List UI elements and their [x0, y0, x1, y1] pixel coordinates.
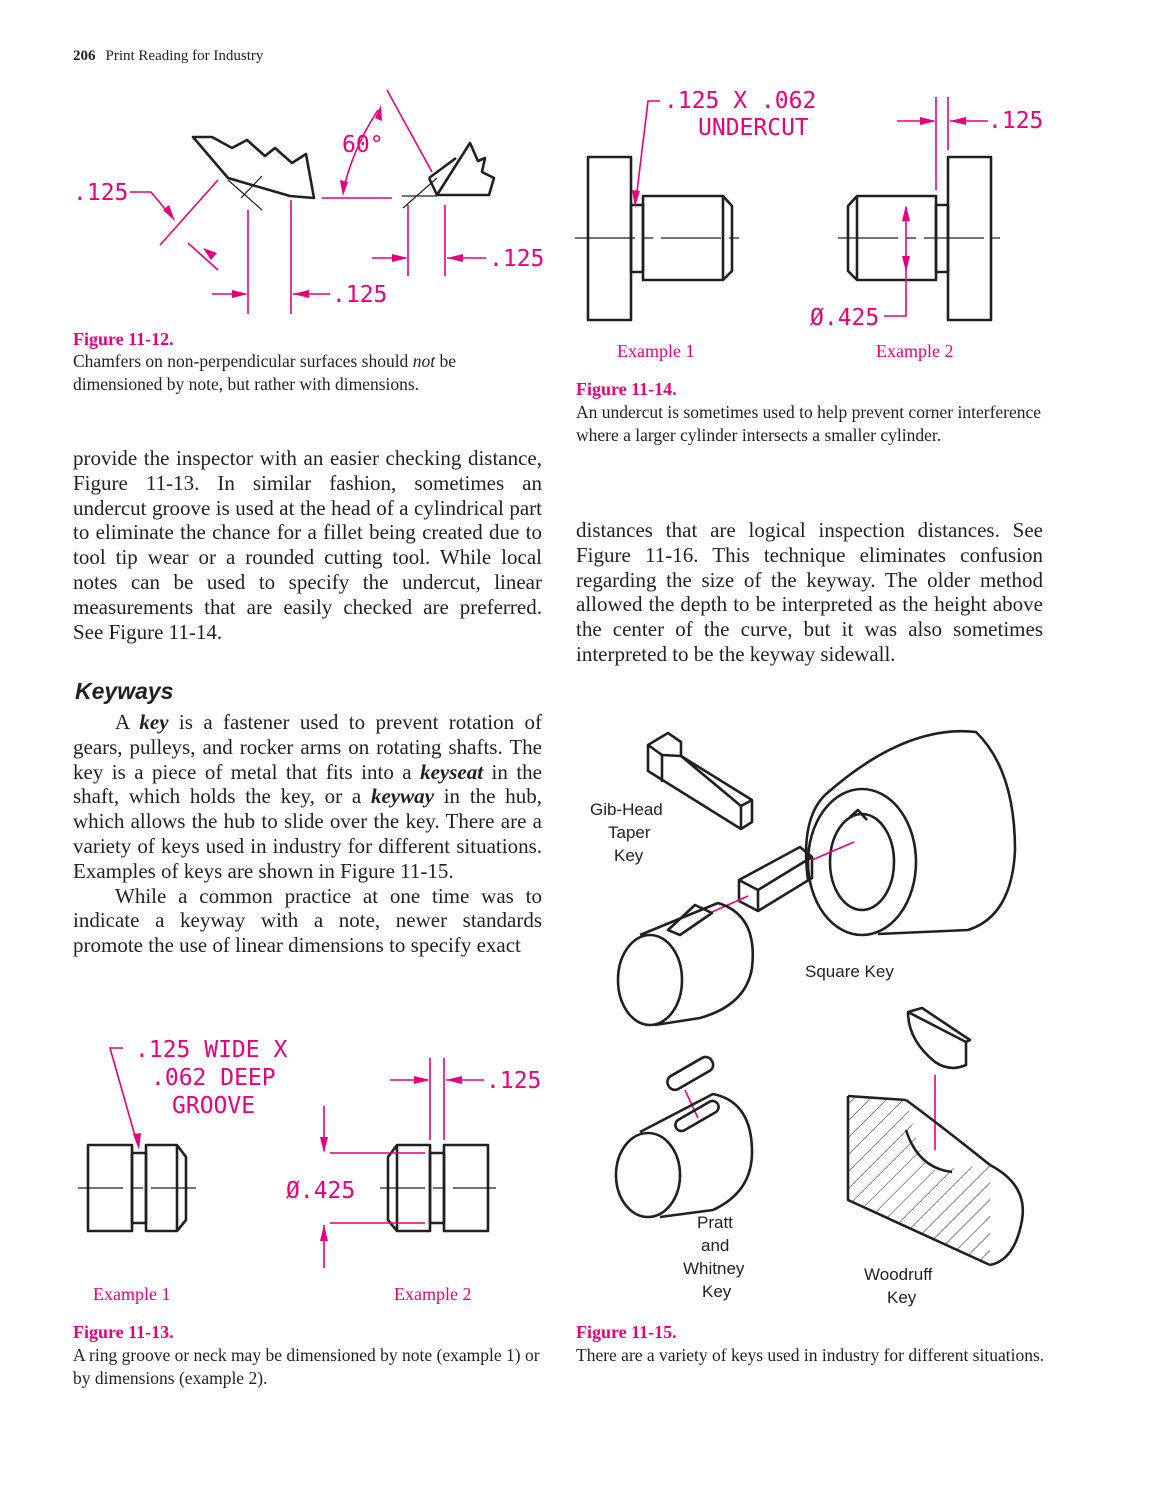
- label-gib-head-1: Gib-Head: [590, 800, 663, 819]
- undercut-diameter-dim: Ø.425: [810, 305, 879, 331]
- pratt-shaft-drawing: [614, 1092, 754, 1219]
- label-pratt-1: Pratt: [697, 1213, 733, 1232]
- figure-11-14-label: Figure 11-14.: [576, 379, 677, 399]
- figure-11-12-label: Figure 11-12.: [73, 329, 174, 349]
- dim-right: .125: [489, 246, 544, 272]
- text: in the shaft, which holds the key, or a: [73, 759, 542, 809]
- fig14-example-2: Example 2: [876, 341, 954, 361]
- running-header: 206 Print Reading for Industry: [73, 48, 263, 65]
- groove-width-dim: .125: [486, 1068, 541, 1094]
- figure-11-13-drawing: .125 WIDE X .062 DEEP GROOVE .125 Ø.425: [78, 1037, 541, 1268]
- woodruff-key-drawing: [906, 1006, 972, 1070]
- label-pratt-4: Key: [702, 1282, 732, 1301]
- page-number: 206: [73, 48, 96, 64]
- square-key-drawing: [737, 845, 814, 913]
- left-chamfer-part: [191, 135, 316, 200]
- term-keyseat: keyseat: [420, 759, 484, 784]
- figure-11-12-drawing: .125 .125 .125 60°: [73, 89, 544, 314]
- shaft-keyseat-drawing: [616, 901, 755, 1027]
- label-woodruff-1: Woodruff: [864, 1265, 933, 1284]
- figure-11-14-drawing: .125 X .062 UNDERCUT .125 Ø.425: [575, 88, 1043, 331]
- paragraph-inspection-distances: distances that are logical inspection di…: [576, 518, 1043, 667]
- paragraph-text: distances that are logical inspection di…: [576, 518, 1043, 666]
- pratt-whitney-key-drawing: [666, 1055, 715, 1092]
- text: A: [115, 710, 140, 734]
- woodruff-shaft-drawing: [846, 1094, 1025, 1267]
- paragraph-linear-dimensions: While a common practice at one time was …: [73, 883, 542, 958]
- paragraph-keys: A key is a fastener used to prevent rota…: [73, 710, 542, 958]
- caption-text: be dimensioned by note, but rather with …: [73, 351, 456, 394]
- dim-bottom: .125: [332, 282, 387, 308]
- label-pratt-2: and: [701, 1236, 729, 1255]
- label-square-key: Square Key: [805, 962, 894, 981]
- undercut-note-line2: UNDERCUT: [698, 115, 809, 141]
- caption-text: Chamfers on non-perpendicular surfaces s…: [73, 351, 413, 371]
- figure-11-12-caption: Chamfers on non-perpendicular surfaces s…: [73, 350, 543, 396]
- figure-11-15-label: Figure 11-15.: [576, 1322, 677, 1342]
- groove-note-line3: GROOVE: [172, 1093, 255, 1119]
- paragraph-inspector: provide the inspector with an easier che…: [73, 446, 542, 644]
- groove-diameter-dim: Ø.425: [286, 1178, 355, 1204]
- label-gib-head-2: Taper: [608, 823, 651, 842]
- undercut-note-line1: .125 X .062: [664, 88, 816, 114]
- text: is a fastener used to prevent rotation o…: [73, 710, 542, 784]
- fig13-example-2: Example 2: [394, 1284, 472, 1304]
- caption-emphasis: not: [412, 351, 436, 371]
- term-key: key: [139, 710, 169, 734]
- paragraph-text: provide the inspector with an easier che…: [73, 446, 542, 644]
- right-chamfer-part: [435, 141, 496, 197]
- fig14-example-1: Example 1: [617, 341, 695, 361]
- figure-11-14-caption: An undercut is sometimes used to help pr…: [576, 402, 1042, 445]
- figure-11-13-label: Figure 11-13.: [73, 1322, 174, 1342]
- groove-note-line2: .062 DEEP: [151, 1065, 276, 1091]
- figure-11-15-caption: There are a variety of keys used in indu…: [576, 1345, 1045, 1365]
- label-gib-head-3: Key: [614, 846, 644, 865]
- groove-note-line1: .125 WIDE X: [135, 1037, 287, 1063]
- fig13-example-1: Example 1: [93, 1284, 171, 1304]
- term-keyway: keyway: [370, 784, 434, 809]
- book-title: Print Reading for Industry: [105, 48, 264, 64]
- undercut-width-dim: .125: [988, 108, 1043, 134]
- hub-drawing: [804, 729, 1017, 937]
- dim-left: .125: [73, 180, 128, 206]
- text: in the hub, which allows the hub to slid…: [73, 784, 542, 883]
- section-heading-keyways: Keyways: [75, 678, 174, 704]
- label-pratt-3: Whitney: [683, 1259, 745, 1278]
- label-woodruff-2: Key: [887, 1288, 917, 1307]
- figure-11-15-drawing: Gib-Head Taper Key Square Key Pratt and …: [590, 729, 1025, 1307]
- gib-head-key-drawing: [646, 731, 754, 831]
- figure-11-13-caption: A ring groove or neck may be dimensioned…: [73, 1345, 540, 1388]
